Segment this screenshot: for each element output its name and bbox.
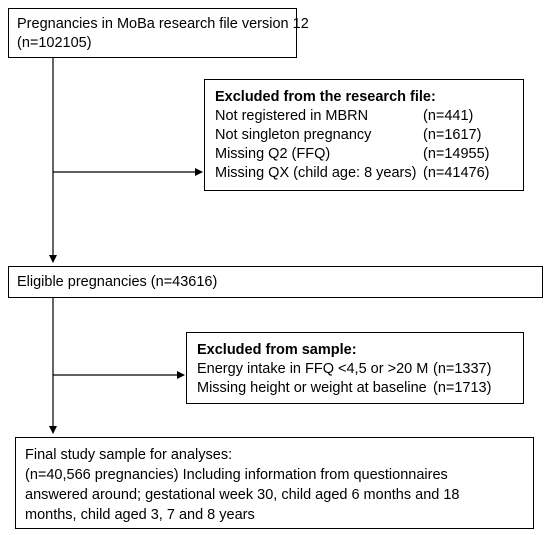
exclusion2-title: Excluded from sample: <box>197 342 357 358</box>
box-excluded-research-file: Excluded from the research file: Not reg… <box>204 79 524 191</box>
final-line: Final study sample for analyses: <box>25 447 233 463</box>
box-total-pregnancies: Pregnancies in MoBa research file versio… <box>8 8 309 58</box>
eligible-text: Eligible pregnancies (n=43616) <box>17 274 218 290</box>
exclusion1-title: Excluded from the research file: <box>215 89 436 105</box>
exclusion1-row: Not singleton pregnancy(n=1617) <box>215 127 482 143</box>
total-count: (n=102105) <box>17 35 92 51</box>
final-line: (n=40,566 pregnancies) Including informa… <box>25 467 448 483</box>
final-line: months, child aged 3, 7 and 8 years <box>25 507 255 523</box>
exclusion1-row: Missing Q2 (FFQ)(n=14955) <box>215 146 490 162</box>
exclusion1-row: Missing QX (child age: 8 years)(n=41476) <box>215 165 490 181</box>
box-excluded-sample: Excluded from sample: Energy intake in F… <box>186 332 524 404</box>
box-final-sample: Final study sample for analyses: (n=40,5… <box>15 437 534 529</box>
exclusion1-row: Not registered in MBRN(n=441) <box>215 108 474 124</box>
exclusion2-row: Missing height or weight at baseline(n=1… <box>197 380 492 396</box>
exclusion2-row: Energy intake in FFQ <4,5 or >20 M(n=133… <box>197 361 492 377</box>
total-title: Pregnancies in MoBa research file versio… <box>17 16 309 32</box>
final-line: answered around; gestational week 30, ch… <box>25 487 460 503</box>
box-eligible-pregnancies: Eligible pregnancies (n=43616) <box>8 266 543 298</box>
